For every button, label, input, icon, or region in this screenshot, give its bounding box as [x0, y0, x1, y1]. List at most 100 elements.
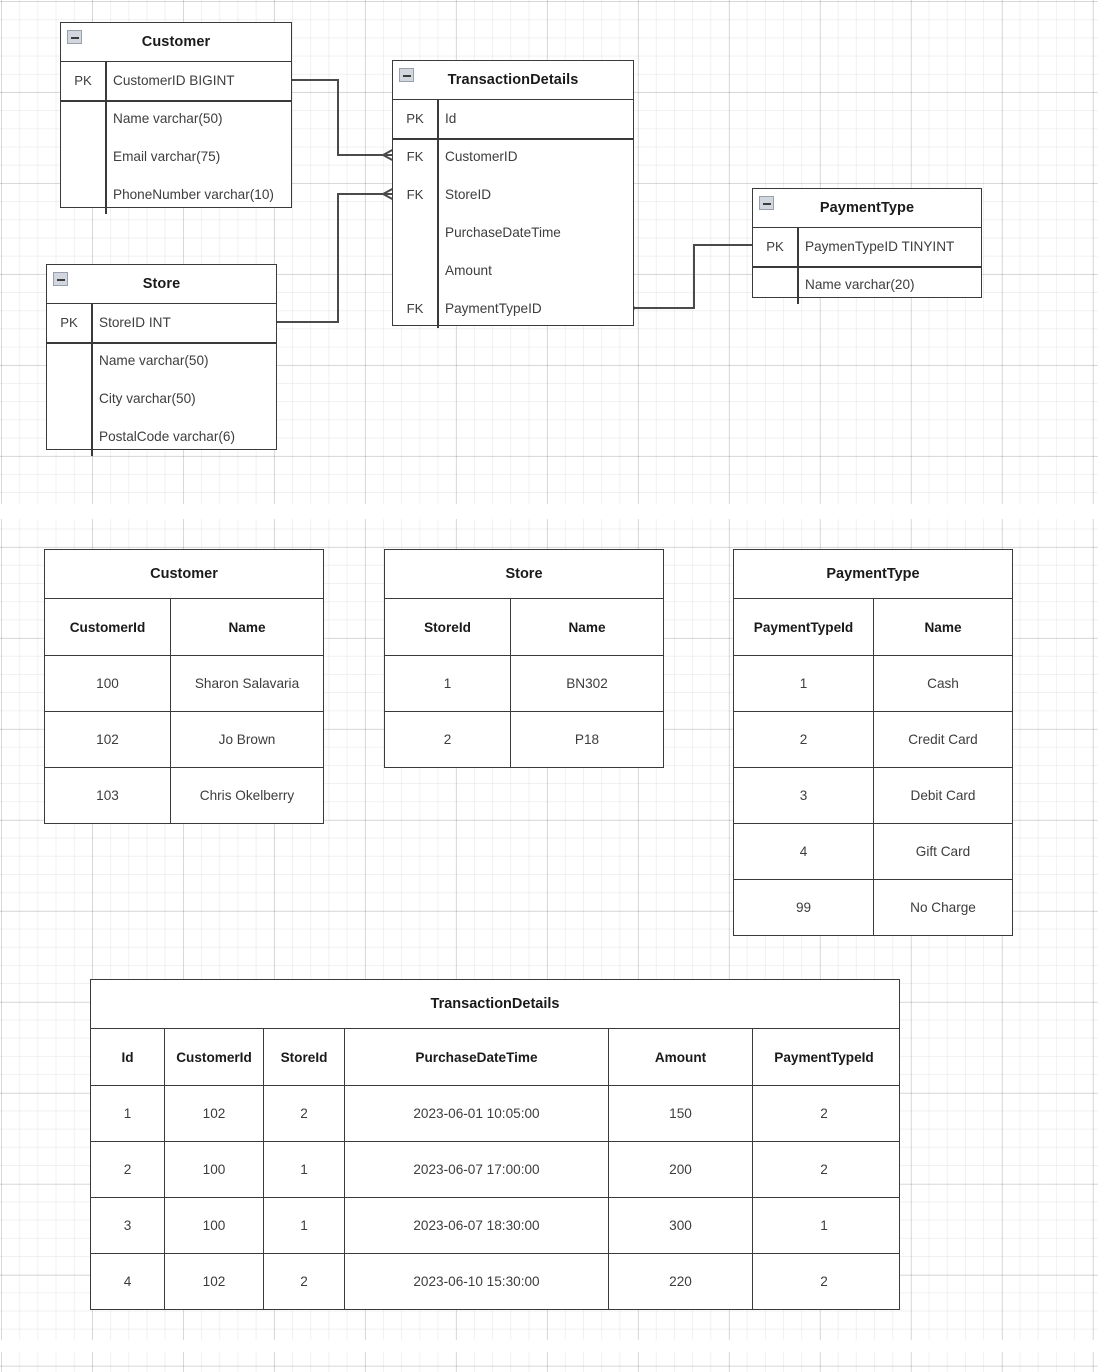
entity-store-name: Store: [142, 276, 181, 292]
entity-store[interactable]: Store PK StoreID INT Name varchar(50) Ci…: [46, 264, 277, 456]
field-key: PK: [406, 111, 424, 126]
field-name: Name varchar(20): [805, 277, 915, 292]
table-cell: 220: [608, 1254, 752, 1309]
field-key: FK: [406, 187, 424, 202]
column-header: Name: [170, 599, 323, 655]
entity-transactiondetails[interactable]: TransactionDetails PK Id FK CustomerID F…: [392, 60, 634, 328]
table-cell: Cash: [873, 656, 1012, 711]
field-name: PaymentTypeID: [445, 301, 542, 316]
table-cell: 1: [799, 676, 808, 691]
data-table-store-title: Store: [385, 550, 663, 599]
field-name: Id: [445, 111, 457, 126]
table-cell: Sharon Salavaria: [170, 656, 323, 711]
table-cell: 2: [263, 1254, 344, 1309]
field-row[interactable]: City varchar(50): [47, 380, 276, 418]
field-row[interactable]: PK Id: [393, 100, 633, 138]
table-cell: 2023-06-10 15:30:00: [344, 1254, 608, 1309]
table-cell: 200: [608, 1142, 752, 1197]
field-row[interactable]: PK CustomerID BIGINT: [61, 62, 291, 100]
field-key: PK: [766, 239, 784, 254]
entity-customer[interactable]: Customer PK CustomerID BIGINT Name varch…: [60, 22, 292, 214]
field-row[interactable]: FK CustomerID: [393, 138, 633, 176]
table-cell: 150: [608, 1086, 752, 1141]
connector-store-transactiondetails: [277, 193, 384, 323]
field-row[interactable]: Name varchar(50): [47, 342, 276, 380]
field-row[interactable]: FK PaymentTypeID: [393, 290, 633, 328]
data-table-customer-title: Customer: [45, 550, 323, 599]
column-header: PaymentTypeId: [753, 619, 854, 635]
table-cell: 102: [164, 1086, 263, 1141]
field-name: Amount: [445, 263, 492, 278]
table-cell: 1: [263, 1198, 344, 1253]
minus-collapse-icon[interactable]: [399, 68, 414, 82]
table-cell: 4: [799, 844, 808, 859]
field-row[interactable]: Name varchar(50): [61, 100, 291, 138]
field-name: CustomerID: [445, 149, 518, 164]
field-key: PK: [60, 315, 78, 330]
field-row[interactable]: Email varchar(75): [61, 138, 291, 176]
table-cell: Debit Card: [873, 768, 1012, 823]
field-row[interactable]: PhoneNumber varchar(10): [61, 176, 291, 214]
field-name: Email varchar(75): [113, 149, 221, 164]
entity-transactiondetails-name: TransactionDetails: [447, 72, 579, 88]
column-header: StoreId: [263, 1029, 344, 1085]
table-cell: P18: [510, 712, 663, 767]
connector-transactiondetails-paymenttype: [634, 244, 752, 309]
column-header: Id: [121, 1049, 134, 1065]
field-row[interactable]: Name varchar(20): [753, 266, 981, 304]
table-cell: Chris Okelberry: [170, 768, 323, 823]
minus-collapse-icon[interactable]: [53, 272, 68, 286]
table-cell: 1: [123, 1106, 132, 1121]
field-row[interactable]: PK PaymenTypeID TINYINT: [753, 228, 981, 266]
table-cell: 300: [608, 1198, 752, 1253]
column-header: Amount: [608, 1029, 752, 1085]
table-cell: 1: [263, 1142, 344, 1197]
key-column-divider: [91, 304, 93, 456]
table-cell: BN302: [510, 656, 663, 711]
table-cell: Credit Card: [873, 712, 1012, 767]
table-row: 3 Debit Card: [734, 767, 1012, 823]
field-row[interactable]: PK StoreID INT: [47, 304, 276, 342]
data-table-transactiondetails-title: TransactionDetails: [91, 980, 899, 1029]
table-cell: Gift Card: [873, 824, 1012, 879]
field-row[interactable]: PurchaseDateTime: [393, 214, 633, 252]
column-header: Name: [873, 599, 1012, 655]
table-cell: 102: [164, 1254, 263, 1309]
table-cell: 3: [799, 788, 808, 803]
key-column-divider: [105, 62, 107, 214]
entity-customer-name: Customer: [141, 34, 211, 50]
entity-transactiondetails-fields: PK Id FK CustomerID FK StoreID PurchaseD…: [393, 100, 633, 328]
field-name: PhoneNumber varchar(10): [113, 187, 274, 202]
field-row[interactable]: PostalCode varchar(6): [47, 418, 276, 456]
entity-paymenttype[interactable]: PaymentType PK PaymenTypeID TINYINT Name…: [752, 188, 982, 304]
entity-customer-title: Customer: [61, 23, 291, 62]
column-header: PaymentTypeId: [752, 1029, 895, 1085]
field-name: PostalCode varchar(6): [99, 429, 235, 444]
table-cell: 2023-06-07 18:30:00: [344, 1198, 608, 1253]
field-name: Name varchar(50): [99, 353, 209, 368]
minus-collapse-icon[interactable]: [759, 196, 774, 210]
table-header-row: PaymentTypeId Name: [734, 599, 1012, 655]
minus-collapse-icon[interactable]: [67, 30, 82, 44]
field-name: StoreID INT: [99, 315, 171, 330]
field-row[interactable]: Amount: [393, 252, 633, 290]
field-row[interactable]: FK StoreID: [393, 176, 633, 214]
entity-store-title: Store: [47, 265, 276, 304]
field-key: FK: [406, 301, 424, 316]
table-cell: 100: [164, 1142, 263, 1197]
table-cell: 2: [443, 732, 452, 747]
